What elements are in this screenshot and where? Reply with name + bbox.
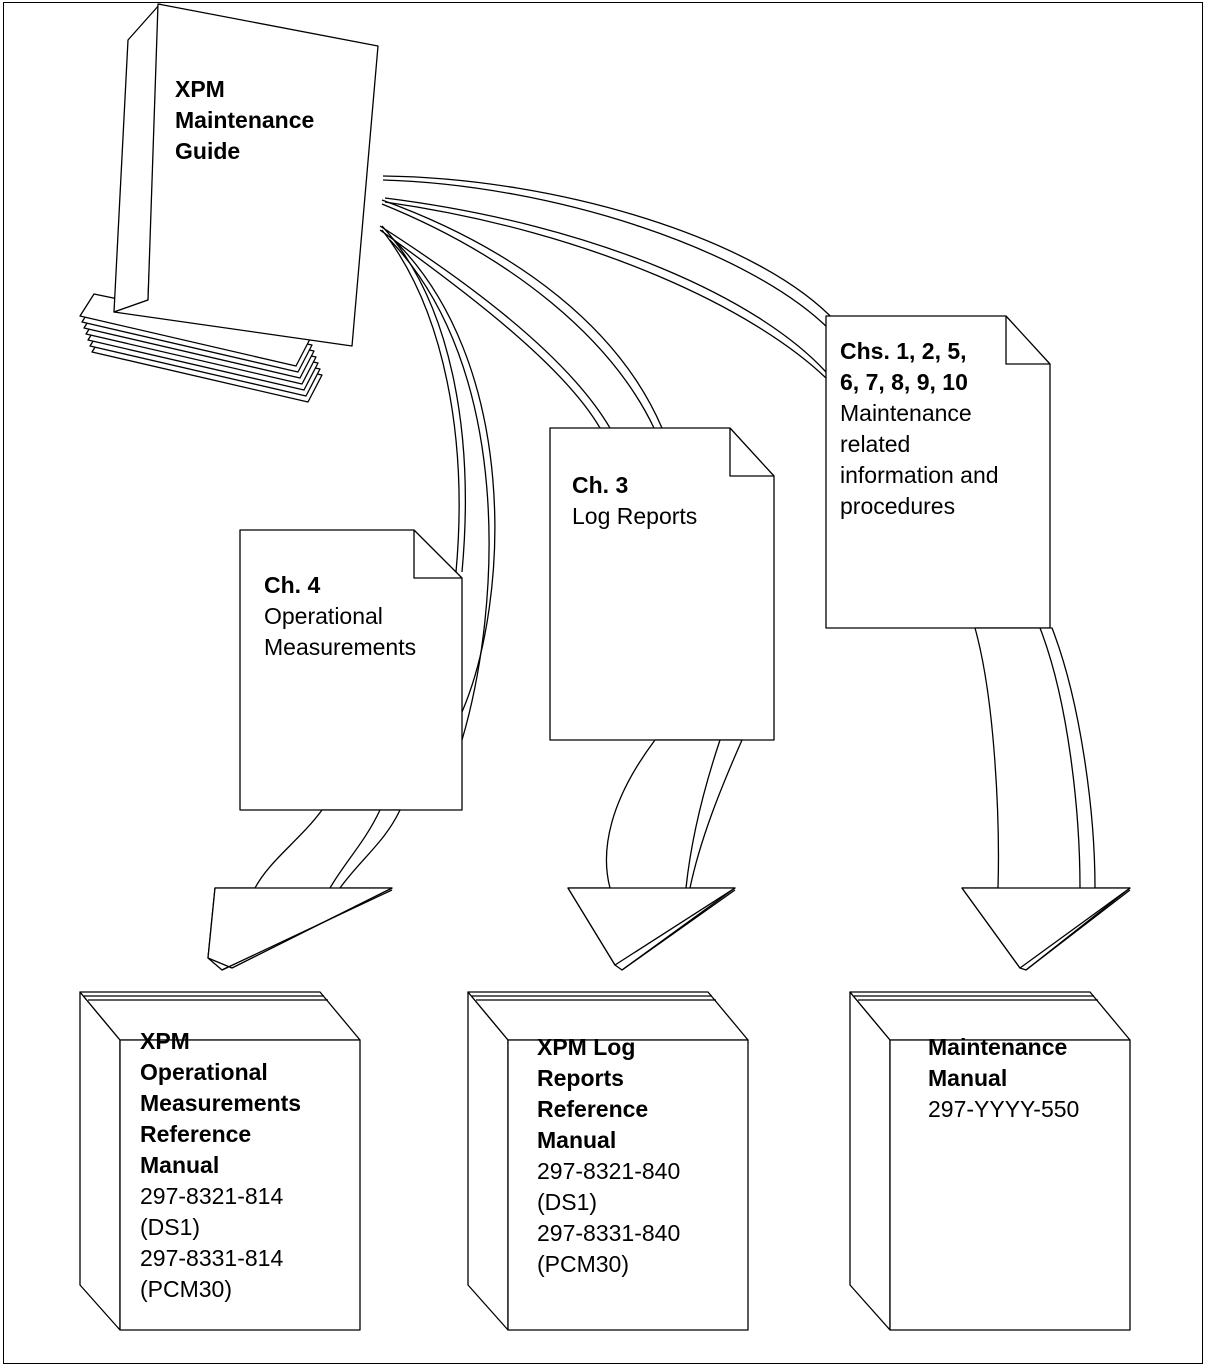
- manual-title-line: Reference: [537, 1096, 649, 1122]
- arrow-to-maintenance-manual: [961, 627, 1131, 971]
- guide-title: XPM Maintenance Guide: [175, 74, 314, 167]
- manual-title-line: Reference: [140, 1121, 252, 1147]
- chapter-text: Measurements: [264, 634, 417, 660]
- manual-title-line: Maintenance: [928, 1034, 1068, 1060]
- maintenance-guide-book: [79, 3, 379, 403]
- manual-title-line: XPM Log: [537, 1034, 636, 1060]
- manual-title-line: Reports: [537, 1065, 624, 1091]
- chapter-text: information and: [840, 462, 999, 488]
- manual-number: 297-YYYY-550: [928, 1096, 1080, 1122]
- chapter-label-log-reports: Ch. 3 Log Reports: [572, 470, 697, 532]
- chapter-label-maintenance: Chs. 1, 2, 5, 6, 7, 8, 9, 10 Maintenance…: [840, 336, 999, 522]
- flow-arrows-top: [379, 175, 837, 741]
- om-manual-book: [79, 991, 361, 1331]
- figure-frame: [3, 2, 1203, 1364]
- manual-number: 297-8331-840: [537, 1220, 681, 1246]
- manual-number: 297-8321-814: [140, 1183, 284, 1209]
- manual-title-line: Manual: [537, 1127, 617, 1153]
- chapter-sheet-operational-measurements: [239, 529, 463, 811]
- manual-title-line: XPM: [140, 1028, 190, 1054]
- chapter-text: Log Reports: [572, 503, 698, 529]
- manual-variant: (PCM30): [537, 1251, 630, 1277]
- chapter-sheet-maintenance: [825, 315, 1051, 629]
- maintenance-manual-book: [849, 991, 1131, 1331]
- manual-number: 297-8331-814: [140, 1245, 284, 1271]
- manual-variant: (PCM30): [140, 1276, 233, 1302]
- guide-title-line: Guide: [175, 138, 241, 164]
- chapter-text: Maintenance: [840, 400, 972, 426]
- chapter-label-operational-measurements: Ch. 4 Operational Measurements: [264, 570, 416, 663]
- manual-title-line: Manual: [140, 1152, 220, 1178]
- guide-title-line: Maintenance: [175, 107, 315, 133]
- manual-variant: (DS1): [140, 1214, 201, 1240]
- chapter-heading: 6, 7, 8, 9, 10: [840, 369, 968, 395]
- manual-title-line: Operational: [140, 1059, 268, 1085]
- manual-variant: (DS1): [537, 1189, 598, 1215]
- arrow-to-log-manual: [567, 739, 743, 971]
- om-manual-label: XPM Operational Measurements Reference M…: [140, 1026, 301, 1305]
- log-manual-label: XPM Log Reports Reference Manual 297-832…: [537, 1032, 680, 1280]
- chapter-text: related: [840, 431, 911, 457]
- manual-number: 297-8321-840: [537, 1158, 681, 1184]
- manual-title-line: Measurements: [140, 1090, 302, 1116]
- arrow-to-om-manual: [207, 809, 401, 971]
- chapter-heading: Ch. 4: [264, 572, 321, 598]
- guide-title-line: XPM: [175, 76, 225, 102]
- chapter-heading: Chs. 1, 2, 5,: [840, 338, 967, 364]
- chapter-sheet-log-reports: [549, 427, 775, 741]
- chapter-heading: Ch. 3: [572, 472, 629, 498]
- chapter-text: Operational: [264, 603, 383, 629]
- log-manual-book: [467, 991, 749, 1331]
- chapter-text: procedures: [840, 493, 956, 519]
- manual-title-line: Manual: [928, 1065, 1008, 1091]
- maintenance-manual-label: Maintenance Manual 297-YYYY-550: [928, 1032, 1079, 1125]
